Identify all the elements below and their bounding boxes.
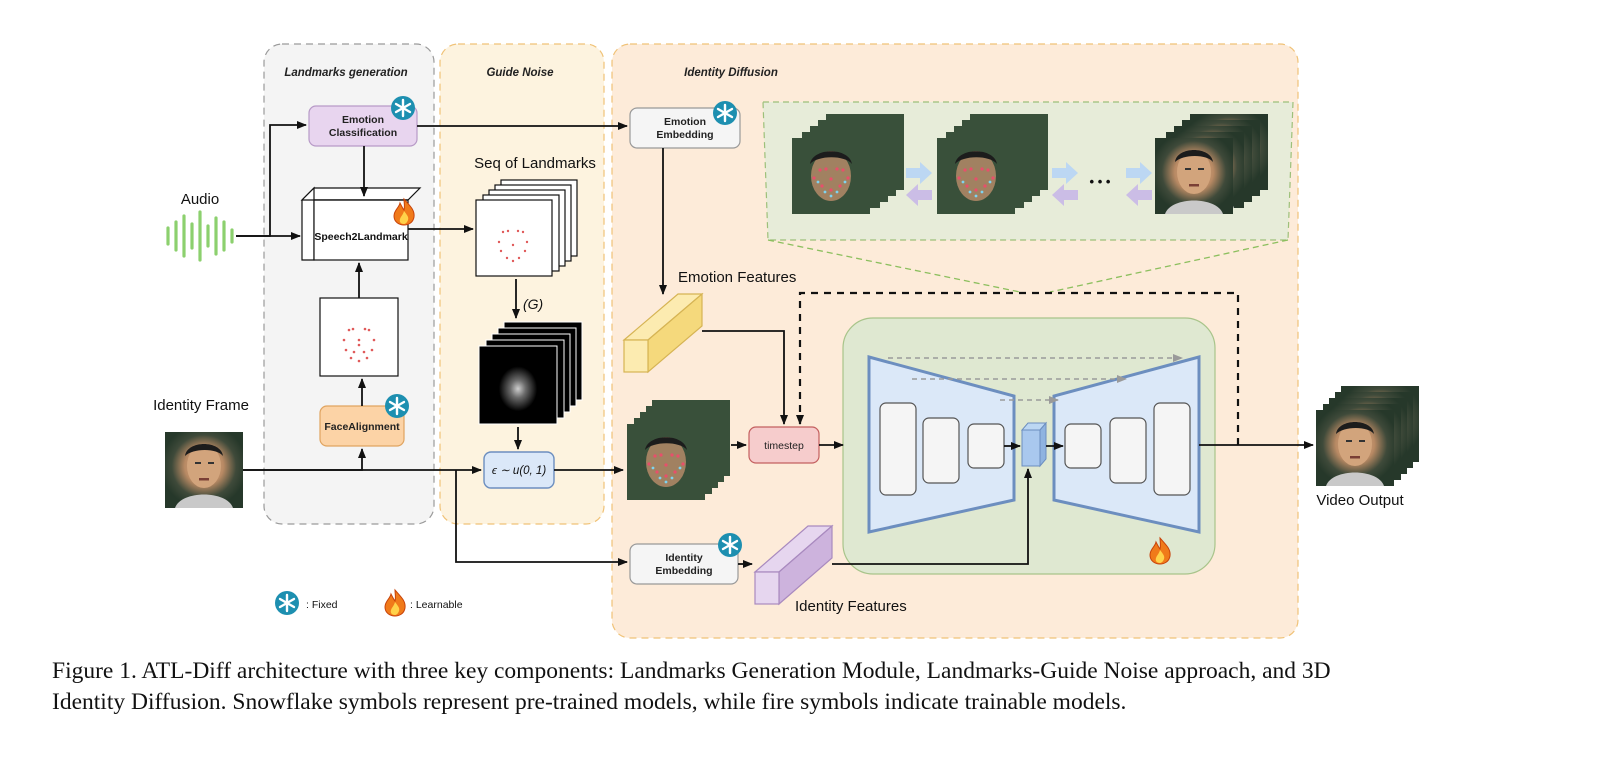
legend-learnable-label: : Learnable <box>410 599 463 611</box>
figure-caption: Figure 1. ATL-Diff architecture with thr… <box>52 656 1552 718</box>
identity-features-block <box>753 524 834 606</box>
timestep-box: timestep <box>748 426 820 464</box>
legend: : Fixed : Learnable <box>273 589 463 617</box>
snowflake-icon <box>389 94 417 122</box>
noisy-frame-stack <box>627 400 730 500</box>
landmark-dots <box>497 229 529 263</box>
snowflake-icon <box>383 392 411 420</box>
panel-title-identity-diffusion: Identity Diffusion <box>684 67 778 79</box>
emotion-embedding-box: Emotion Embedding <box>629 107 741 149</box>
right-arrow-icon <box>906 162 1152 184</box>
seq-of-landmarks-label: Seq of Landmarks <box>474 155 596 172</box>
audio-waveform-icon <box>166 210 234 262</box>
video-output-label: Video Output <box>1316 492 1404 509</box>
landmark-sequence-stack <box>475 179 578 277</box>
face-alignment-label: FaceAlignment <box>324 421 400 433</box>
panel-title-landmarks: Landmarks generation <box>284 67 407 79</box>
caption-line-2: Identity Diffusion. Snowflake symbols re… <box>52 689 1127 715</box>
denoising-sequence-panel: • • • <box>762 101 1294 293</box>
snowflake-icon <box>711 99 739 127</box>
emotion-embedding-label-2: Embedding <box>656 129 713 141</box>
speech2landmark-box: Speech2Landmark <box>300 186 422 261</box>
landmark-frame <box>319 297 399 377</box>
noise-formula-label: ϵ ∼ u(0, 1) <box>492 465 547 477</box>
identity-frame-label: Identity Frame <box>153 397 249 414</box>
architecture-diagram: Landmarks generation Guide Noise Identit… <box>153 43 1419 639</box>
ellipsis-label: • • • <box>1090 174 1111 189</box>
legend-fixed-label: : Fixed <box>306 599 338 611</box>
speech2landmark-label: Speech2Landmark <box>314 231 408 243</box>
noise-sampling-box: ϵ ∼ u(0, 1) <box>483 451 555 489</box>
face-alignment-box: FaceAlignment <box>319 405 405 447</box>
left-arrow-icon <box>906 184 1152 206</box>
video-output-stack <box>1316 386 1419 486</box>
identity-frame-image <box>165 432 243 508</box>
emotion-classification-label-1: Emotion <box>342 114 384 126</box>
gaussian-label: (G) <box>523 296 543 312</box>
emotion-features-block <box>622 292 704 374</box>
timestep-label: timestep <box>764 440 804 452</box>
identity-embedding-label-1: Identity <box>665 552 702 564</box>
emotion-features-label: Emotion Features <box>678 269 796 286</box>
audio-label: Audio <box>181 191 219 208</box>
snowflake-icon <box>273 589 301 617</box>
emotion-classification-box: Emotion Classification <box>308 105 418 147</box>
flow-arrows <box>236 121 1314 568</box>
feedback-loop-arrow <box>796 291 1240 445</box>
emotion-embedding-label-1: Emotion <box>664 116 706 128</box>
gaussian-heatmap-stack <box>478 321 583 425</box>
fire-icon <box>384 589 406 617</box>
unet-container <box>842 317 1216 575</box>
snowflake-icon <box>716 531 744 559</box>
panel-title-guide-noise: Guide Noise <box>486 67 554 79</box>
emotion-classification-label-2: Classification <box>329 127 397 139</box>
identity-features-label: Identity Features <box>795 598 907 615</box>
identity-embedding-label-2: Embedding <box>655 565 712 577</box>
caption-line-1: Figure 1. ATL-Diff architecture with thr… <box>52 658 1331 684</box>
